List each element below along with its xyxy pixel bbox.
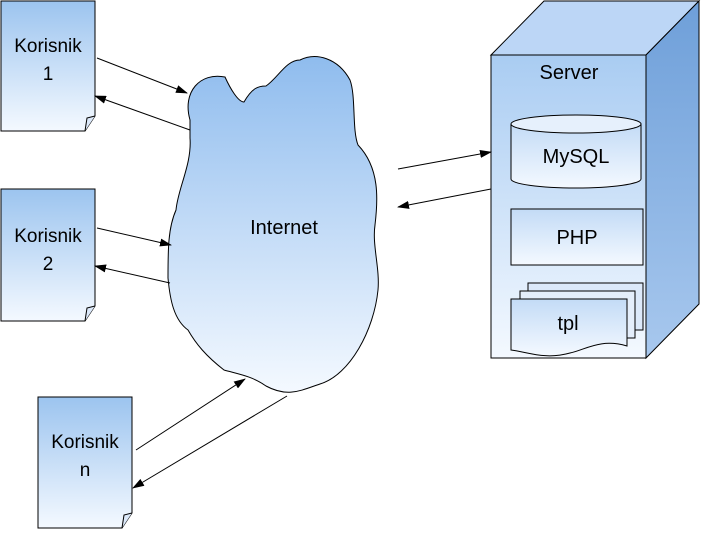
arrow-server-to-internet — [397, 188, 492, 209]
internet-cloud: Internet — [167, 56, 379, 393]
tpl-documents: tpl — [510, 282, 644, 357]
document-fold — [84, 115, 96, 132]
user-2-id: 2 — [43, 254, 54, 275]
user-2-name: Korisnik — [14, 226, 82, 247]
database-top — [510, 114, 642, 134]
server: Server MySQL PHP tpl — [489, 0, 701, 360]
arrow-internet-to-user2 — [94, 264, 171, 284]
mysql-label: MySQL — [543, 146, 610, 168]
user-document-1: Korisnik 1 — [0, 0, 96, 132]
connections — [94, 57, 492, 489]
server-label: Server — [540, 62, 599, 84]
arrow-user2-to-internet — [96, 227, 172, 247]
php-box — [510, 208, 644, 266]
database-body — [510, 124, 642, 189]
mysql-database: MySQL — [510, 114, 642, 189]
tpl-page-front — [510, 298, 628, 357]
server-side-face — [645, 0, 700, 360]
arrow-internet-to-user1 — [94, 95, 191, 131]
php-module: PHP — [510, 208, 644, 266]
user-document-2: Korisnik 2 — [0, 188, 96, 322]
php-label: PHP — [556, 227, 597, 249]
user-1-name: Korisnik — [14, 36, 82, 57]
tpl-label: tpl — [557, 313, 578, 335]
arrow-user1-to-internet — [96, 57, 188, 94]
cloud-shape — [167, 56, 379, 393]
arrow-usern-to-internet — [135, 378, 246, 451]
user-n-name: Korisnik — [51, 432, 119, 453]
cloud-label: Internet — [250, 217, 318, 239]
user-n-id: n — [80, 460, 91, 481]
user-1-id: 1 — [43, 64, 54, 85]
user-document-n: Korisnik n — [37, 396, 133, 529]
document-fold — [84, 305, 96, 322]
arrow-internet-to-usern — [132, 395, 288, 489]
document-fold — [121, 512, 133, 529]
arrow-internet-to-server — [397, 150, 492, 170]
